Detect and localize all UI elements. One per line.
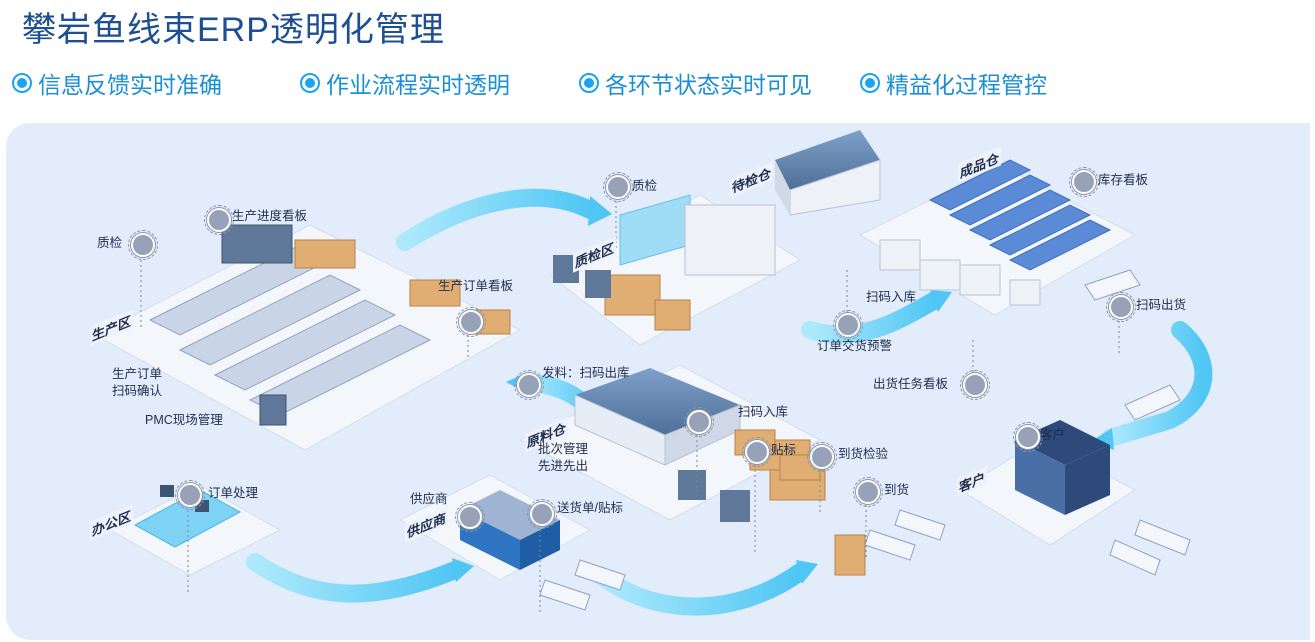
label-delivery-note: 送货单/贴标 [557, 501, 623, 515]
label-order-alert: 订单交货预警 [817, 339, 893, 353]
label-qc-production: 质检 [97, 236, 123, 250]
marker-icon [853, 477, 883, 507]
feature-item: 作业流程实时透明 [300, 66, 510, 100]
marker-icon [456, 307, 486, 337]
flow-arrow-production-to-qc [396, 188, 599, 251]
truck [1134, 519, 1191, 556]
marker-icon [175, 480, 205, 510]
finished-warehouse-racks [928, 159, 1112, 271]
bullet-icon [860, 73, 880, 93]
feature-item: 精益化过程管控 [860, 66, 1047, 100]
marker-icon [807, 442, 837, 472]
label-order-board: 生产订单看板 [438, 279, 514, 293]
bullet-icon [12, 73, 32, 93]
flow-arrow-qc-to-finished [801, 291, 944, 344]
label-batch-line2: 先进先出 [538, 459, 589, 473]
marker-icon [684, 407, 714, 437]
label-order-scan-line2: 扫码确认 [112, 384, 163, 398]
label-supplier: 供应商 [410, 492, 448, 506]
bullet-icon [300, 73, 320, 93]
production-line [148, 224, 432, 426]
marker-icon [1013, 422, 1043, 452]
flow-arrow-office-to-supplier [246, 553, 464, 603]
flow-arrow-supplier-to-arrival [591, 563, 809, 616]
label-arrival: 到货 [884, 483, 910, 497]
label-pmc: PMC现场管理 [145, 413, 223, 427]
marker-icon [128, 230, 158, 260]
label-progress-board: 生产进度看板 [232, 209, 308, 223]
marker-icon [833, 310, 863, 340]
truck [1084, 269, 1141, 301]
label-scan-out: 扫码出货 [1136, 298, 1187, 312]
pending-warehouse-building [775, 130, 881, 216]
arrow-head [796, 560, 818, 584]
label-labeling: 贴标 [771, 443, 797, 457]
flow-arrow-finished-to-customer [1101, 321, 1213, 447]
label-issue-material: 发料：扫码出库 [542, 366, 630, 380]
marker-icon [1106, 292, 1136, 322]
feature-item: 信息反馈实时准确 [12, 66, 222, 100]
label-scan-in-finished: 扫码入库 [866, 290, 917, 304]
page-title: 攀岩鱼线束ERP透明化管理 [22, 11, 445, 49]
feature-item: 各环节状态实时可见 [579, 66, 812, 100]
label-stock-board: 库存看板 [1098, 173, 1149, 187]
label-ship-task-board: 出货任务看板 [873, 377, 949, 391]
label-customer: 客户 [1040, 428, 1066, 442]
label-order-scan-line1: 生产订单 [112, 367, 163, 381]
truck [1109, 539, 1161, 576]
truck [1124, 384, 1181, 421]
arrow-head [930, 290, 952, 312]
label-qc-middle: 质检 [632, 179, 658, 193]
label-batch-line1: 批次管理 [538, 442, 589, 456]
quality-area-boards [553, 194, 776, 298]
feature-label: 作业流程实时透明 [326, 72, 510, 98]
marker-icon [527, 499, 557, 529]
truck [864, 529, 916, 561]
feature-label: 信息反馈实时准确 [38, 72, 222, 98]
truck [539, 579, 591, 611]
arrow-head [452, 558, 474, 582]
truck [894, 509, 946, 541]
label-arrival-check: 到货检验 [838, 447, 889, 461]
marker-icon [1069, 167, 1099, 197]
feature-label: 各环节状态实时可见 [605, 72, 812, 98]
marker-icon [603, 172, 633, 202]
raw-area-boards [678, 470, 750, 522]
trucks [539, 269, 1191, 611]
marker-icon [742, 437, 772, 467]
bullet-icon [579, 73, 599, 93]
feature-label: 精益化过程管控 [886, 72, 1047, 98]
marker-icon [204, 205, 234, 235]
label-order-processing: 订单处理 [208, 486, 259, 500]
marker-icon [455, 502, 485, 532]
marker-icon [514, 370, 544, 400]
feature-list: 信息反馈实时准确 作业流程实时透明 各环节状态实时可见 精益化过程管控 [12, 66, 1112, 106]
finished-goods-pallets [879, 239, 1041, 306]
marker-icon [960, 370, 990, 400]
arrow-head [588, 196, 612, 226]
flow-arrows [246, 188, 1213, 616]
label-scan-in-raw: 扫码入库 [738, 405, 789, 419]
truck [574, 559, 626, 591]
